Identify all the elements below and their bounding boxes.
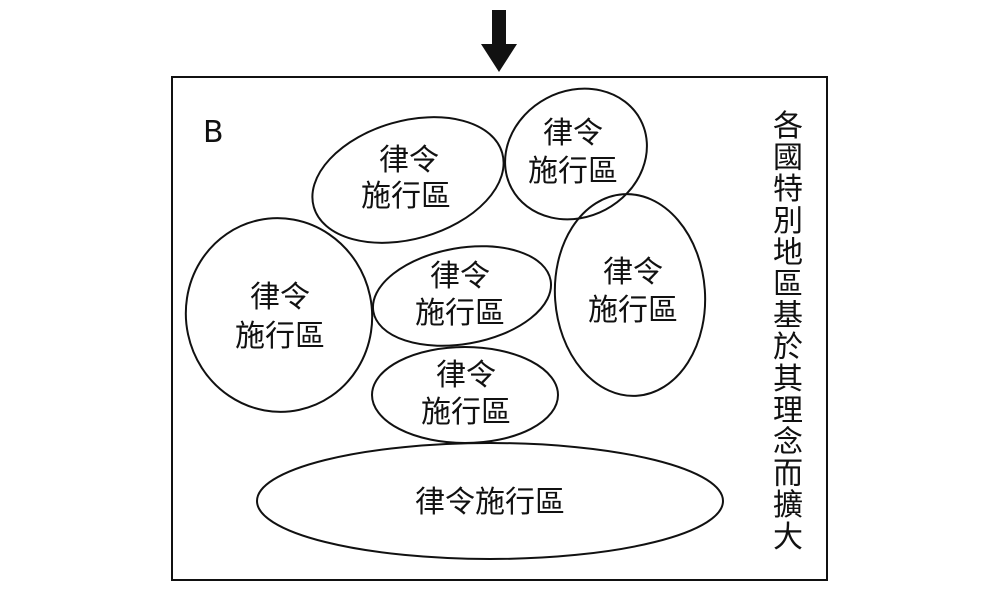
side-text-char: 其 [773, 362, 803, 397]
side-text-char: 而 [773, 457, 803, 492]
region-label: 施行區 [588, 293, 678, 328]
region-ellipse [504, 87, 648, 221]
region-label: 律令 [603, 255, 663, 290]
outer-box [171, 76, 828, 581]
side-text-char: 於 [773, 330, 803, 365]
side-text-char: 別 [773, 204, 803, 239]
region-label: 律令 [543, 116, 603, 151]
region-label: 律令 [379, 143, 439, 178]
side-text-char: 各 [773, 109, 803, 144]
side-text-char: 地 [773, 235, 803, 270]
region-label: 施行區 [235, 319, 325, 354]
down-arrow-icon [481, 10, 517, 72]
side-text-char: 國 [773, 141, 803, 176]
side-text-char: 大 [773, 520, 803, 555]
side-text-char: 特 [773, 172, 803, 207]
region-label: 律令 [250, 280, 310, 315]
side-text-char: 區 [773, 267, 803, 302]
region-label: 律令 [430, 259, 490, 294]
side-text-char: 理 [773, 393, 803, 428]
region-label: 施行區 [415, 296, 505, 331]
region-label: 律令 [436, 358, 496, 393]
region-labels: 律令 施行區 律令 施行區 律令 施行區 律令 施行區 律令 施行區 律令 施行… [235, 116, 678, 520]
side-text-char: 擴 [773, 488, 803, 523]
region-label: 施行區 [361, 179, 451, 214]
region-ellipses [184, 87, 724, 560]
bottom-region-label: 律令施行區 [415, 485, 565, 520]
side-text-char: 基 [773, 299, 803, 334]
region-ellipse [311, 116, 505, 244]
region-label: 施行區 [528, 154, 618, 189]
region-label: 施行區 [421, 395, 511, 430]
region-ellipse-bottom [256, 442, 724, 560]
region-ellipse [184, 217, 374, 413]
region-ellipse [371, 245, 553, 347]
box-label: B [203, 115, 224, 150]
side-text-char: 念 [773, 425, 803, 460]
region-ellipse [553, 193, 707, 397]
